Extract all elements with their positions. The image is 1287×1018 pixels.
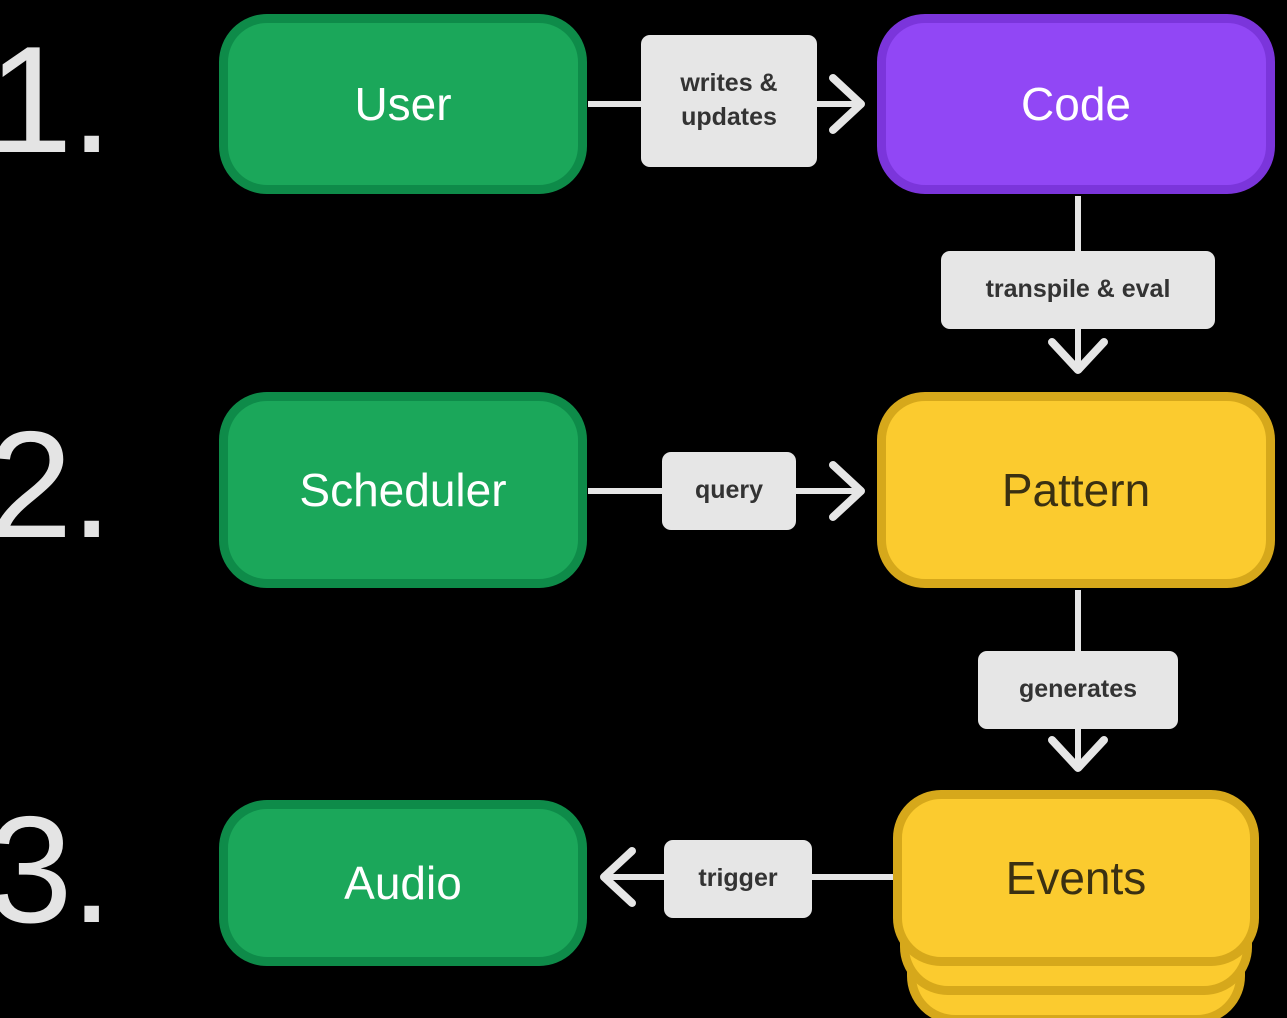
node-scheduler-label: Scheduler: [299, 464, 507, 516]
step-number-3: 3.: [0, 785, 113, 955]
edge-label-generates: generates: [978, 651, 1178, 729]
step-number-1: 1.: [0, 15, 113, 185]
arrowhead-right-pattern: [829, 461, 865, 521]
node-audio[interactable]: Audio: [219, 800, 587, 966]
node-user-label: User: [354, 78, 452, 130]
arrowhead-left-audio: [600, 847, 636, 907]
node-user[interactable]: User: [219, 14, 587, 194]
node-pattern-label: Pattern: [1001, 464, 1151, 516]
node-code-label: Code: [1021, 78, 1131, 130]
node-scheduler[interactable]: Scheduler: [219, 392, 587, 588]
node-code[interactable]: Code: [877, 14, 1275, 194]
edge-label-trigger: trigger: [664, 840, 812, 918]
arrowhead-down-events: [1048, 736, 1108, 772]
step-number-2: 2.: [0, 400, 113, 570]
node-events[interactable]: Events: [893, 790, 1259, 1018]
edge-label-writes-updates: writes & updates: [641, 35, 817, 167]
arrowhead-down-pattern: [1048, 338, 1108, 374]
arrowhead-right-code: [829, 74, 865, 134]
node-audio-label: Audio: [344, 857, 462, 909]
edge-label-query: query: [662, 452, 796, 530]
node-pattern[interactable]: Pattern: [877, 392, 1275, 588]
edge-label-transpile-eval: transpile & eval: [941, 251, 1215, 329]
node-events-stack-layer-1: Events: [893, 790, 1259, 966]
node-events-label: Events: [1005, 852, 1147, 904]
